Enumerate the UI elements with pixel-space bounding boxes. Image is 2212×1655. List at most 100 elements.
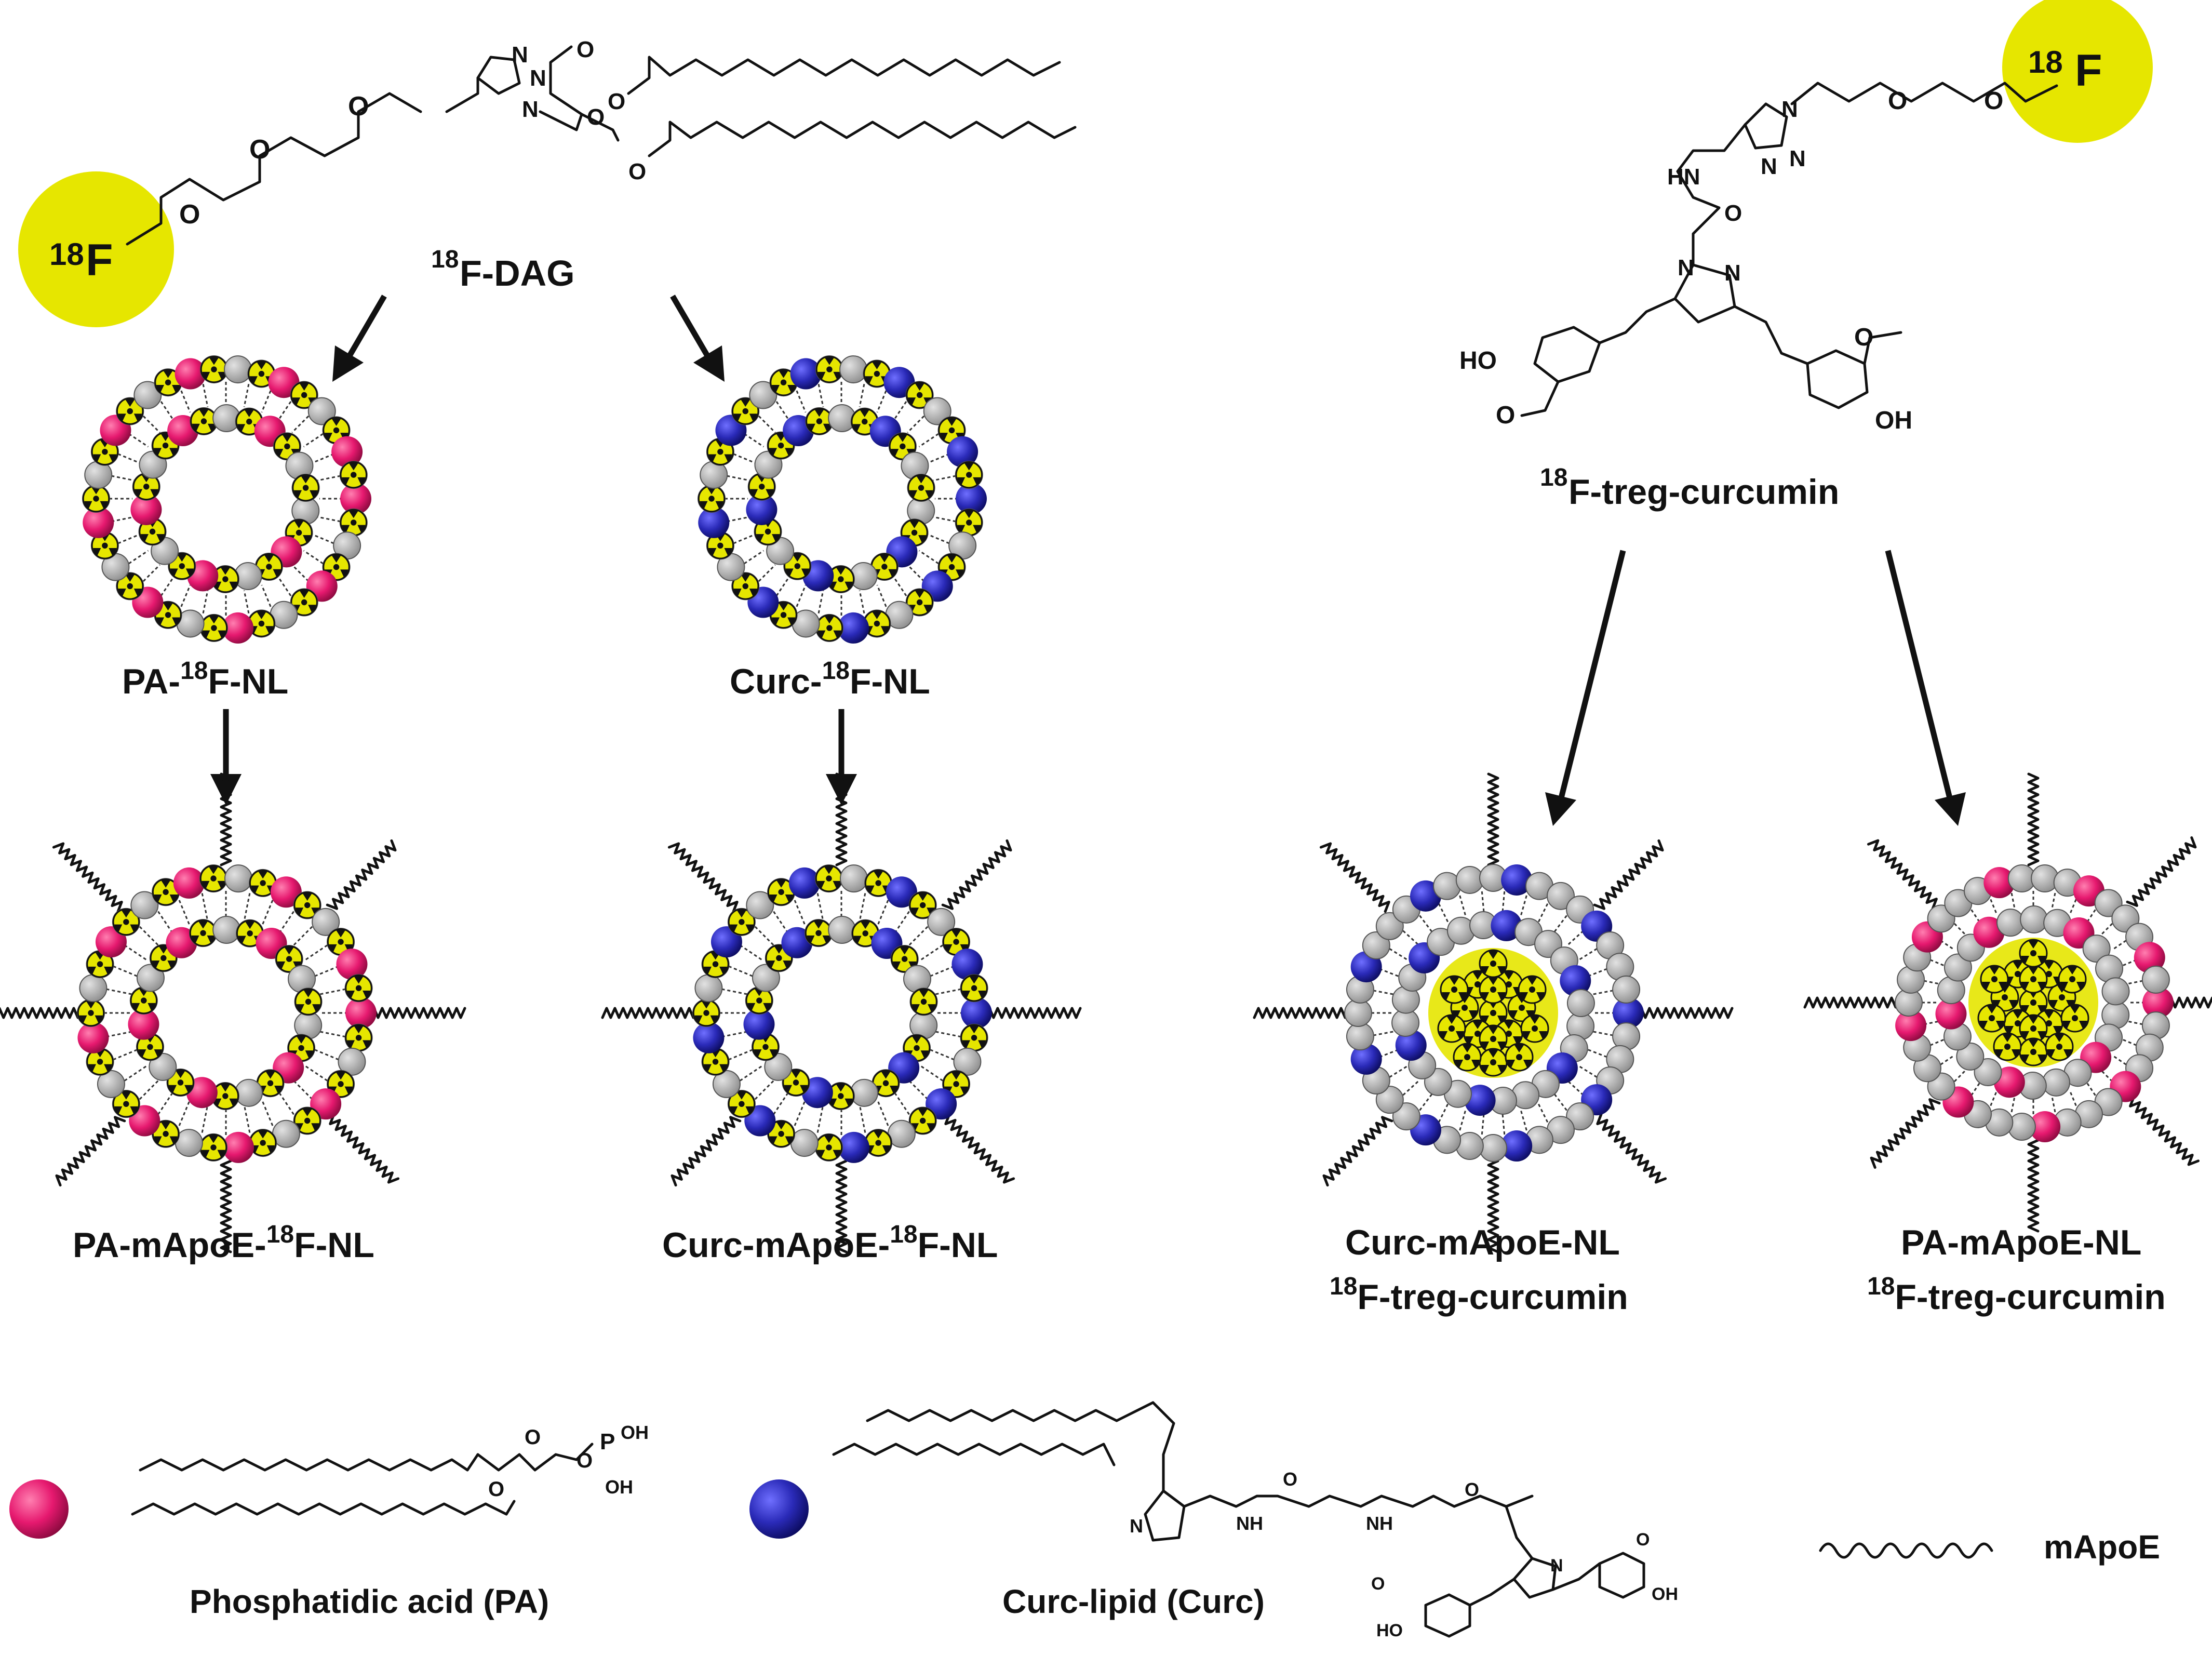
curc-n1: N — [1130, 1515, 1143, 1537]
lipid-tail — [1520, 895, 1527, 916]
legend-mapoe-swatch — [1819, 1542, 1993, 1559]
pa-o3: O — [577, 1449, 593, 1472]
lipid-tail — [277, 401, 292, 422]
lipid-tail — [305, 1065, 328, 1082]
lipid-headgroup — [224, 864, 252, 893]
mapoe-chain — [52, 842, 123, 913]
lipid-tail — [2122, 1038, 2137, 1046]
radiolabel-icon — [199, 864, 227, 892]
dag-o1: O — [179, 199, 200, 230]
lipid-tail — [1502, 891, 1506, 912]
legend-mapoe-label: mApoE — [2044, 1528, 2160, 1566]
mapoe-chain — [2027, 1139, 2040, 1233]
lipid-tail — [775, 401, 790, 422]
mapoe-chain — [988, 1007, 1082, 1019]
lipid-tail — [201, 1107, 208, 1133]
lipid-tail — [128, 433, 149, 448]
lipid-tail — [796, 390, 807, 413]
functional-headgroup — [345, 997, 377, 1029]
lipid-tail — [1379, 968, 1399, 977]
curc-ho: HO — [1376, 1621, 1403, 1640]
lipid-tail — [930, 1049, 955, 1061]
pa-oh1: OH — [621, 1422, 649, 1443]
lipid-tail — [744, 550, 765, 565]
lipid-tail — [1438, 903, 1449, 923]
lipid-tail — [142, 415, 160, 433]
dag-o4: O — [608, 89, 625, 114]
dag-o5: O — [628, 159, 646, 184]
lipid-tail — [927, 453, 950, 464]
lipid-headgroup — [694, 974, 723, 1003]
lipid-tail — [178, 900, 190, 925]
lipid-tail — [180, 584, 191, 607]
radiolabel-icon — [1453, 1043, 1482, 1072]
treg-ome-left — [1520, 380, 1560, 417]
radiolabel-icon — [189, 919, 217, 947]
lipid-tail — [278, 1092, 294, 1115]
lipid-tail — [754, 926, 774, 946]
treg-label-sup: 18 — [1540, 464, 1567, 491]
lipid-tail — [262, 900, 274, 925]
pa-o2: O — [525, 1426, 541, 1449]
lipid-tail — [1459, 895, 1467, 916]
treg-phenyl-right — [1806, 349, 1869, 409]
lipid-tail — [202, 384, 209, 407]
mapoe-chain — [1487, 772, 1499, 866]
radiolabel-icon — [200, 355, 228, 383]
curc-vinyl-a — [1468, 1578, 1516, 1607]
dag-n3: N — [522, 97, 539, 122]
lipid-tail — [935, 988, 961, 995]
lipid-tail — [139, 1080, 159, 1100]
lipid-tail — [1953, 1070, 1966, 1083]
lipid-headgroup — [1344, 999, 1372, 1027]
curc-triazole — [1144, 1489, 1186, 1542]
pa-o1: O — [488, 1478, 504, 1501]
lipid-tail — [728, 965, 753, 977]
radiolabel-icon — [199, 1133, 227, 1162]
functional-headgroup — [961, 997, 992, 1029]
dag-tail-1 — [627, 56, 1061, 95]
lipid-tail — [1970, 909, 1981, 924]
treg-hn: HN — [1667, 164, 1700, 190]
lipid-tail — [1402, 1080, 1419, 1096]
radiolabel-icon — [1993, 1032, 2022, 1061]
lipid-headgroup — [224, 355, 252, 384]
lipid-tail — [1438, 1103, 1449, 1123]
lipid-tail — [1923, 980, 1939, 985]
treg-vinyl-left — [1598, 297, 1677, 344]
treg-oh: OH — [1875, 407, 1912, 434]
lipid-tail — [877, 1101, 889, 1126]
lipid-tail — [859, 384, 865, 407]
treg-n2: N — [1789, 146, 1806, 171]
functional-headgroup — [77, 1022, 109, 1053]
curc-tail-2 — [832, 1443, 1116, 1466]
treg-ome-right — [1863, 331, 1902, 365]
dag-triazole — [476, 56, 521, 95]
lipid-tail — [1459, 1110, 1467, 1131]
lipid-tail — [1579, 1065, 1598, 1078]
lipid-tail — [733, 453, 756, 464]
lipid-tail — [2100, 1070, 2113, 1083]
lipid-tail — [2051, 892, 2056, 909]
dag-n2: N — [530, 65, 546, 91]
curc-o4: O — [1636, 1530, 1650, 1550]
legend-pa-label: Phosphatidic acid (PA) — [190, 1583, 549, 1620]
lipid-tail — [320, 1031, 346, 1038]
mapoe-chain — [1322, 1116, 1393, 1187]
lipid-tail — [128, 550, 149, 565]
radionuclide-symbol: F — [86, 235, 113, 285]
lipid-tail — [1419, 1093, 1433, 1111]
lipid-tail — [243, 590, 250, 613]
lipid-tail — [1953, 923, 1966, 936]
functional-headgroup — [173, 867, 205, 899]
treg-pyrazole — [1673, 263, 1736, 324]
lipid-tail — [2010, 1097, 2016, 1113]
lipid-tail — [160, 401, 175, 422]
lipid-headgroup — [1566, 989, 1595, 1018]
lipid-headgroup — [212, 916, 241, 944]
mapoe-chain — [1596, 1113, 1667, 1184]
lipid-tail — [305, 944, 328, 960]
lipid-tail — [908, 1080, 929, 1100]
radiolabel-icon — [2058, 965, 2087, 994]
pa-mapoe-treg-line1: PA-mApoE-NL — [1901, 1223, 2141, 1262]
